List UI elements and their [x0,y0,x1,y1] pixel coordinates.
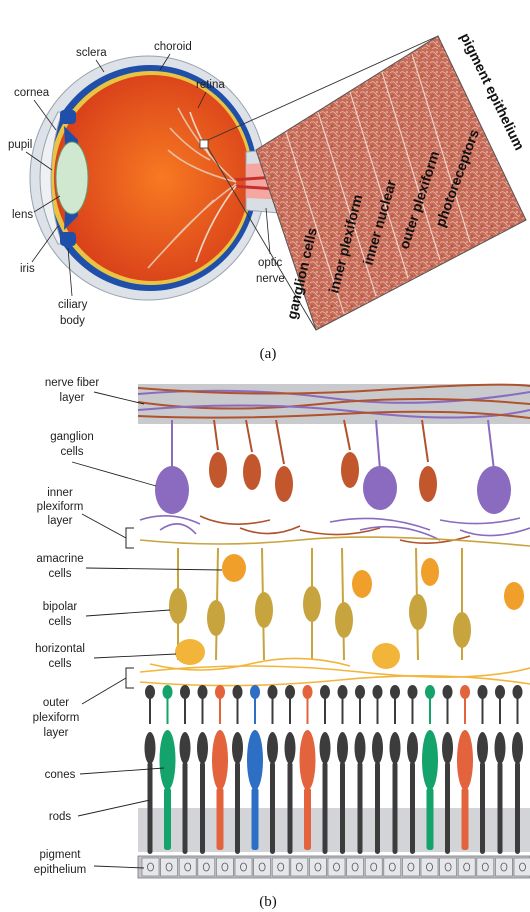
epithelium-cell [347,858,364,876]
bracket-inner-plexiform [126,528,134,548]
epithelium-cell [328,858,345,876]
epithelium-cell [440,858,457,876]
panel-b-labels: nerve fiber layer ganglion cells inner p… [33,377,222,876]
label-outer-layer: layer [44,727,69,739]
label-inner-layer: layer [48,515,73,527]
epithelium-cell [458,858,475,876]
label-body: body [60,315,85,327]
label-horizontal-cells: cells [48,658,71,670]
epithelium-cell [179,858,196,876]
label-ganglion-cells: cells [60,446,83,458]
epithelium-cell [309,858,326,876]
epithelium-cell [272,858,289,876]
epithelium-cell [365,858,382,876]
retina-marker [200,140,208,148]
label-cornea: cornea [14,87,50,99]
ganglion-cell [477,466,511,514]
label-sclera: sclera [76,47,107,59]
epithelium-cell [291,858,308,876]
epithelium-cell [216,858,233,876]
ganglion-cell-bodies [155,452,511,514]
label-outer-plexiform: plexiform [33,712,80,724]
rod-outer-segment-band [138,808,530,852]
ganglion-cell [363,466,397,510]
caption-a: (a) [260,346,277,362]
epithelium-cell [384,858,401,876]
label-nerve: nerve [256,273,285,285]
ganglion-cell [243,454,261,490]
label-pigment: pigment [40,849,82,861]
amacrine-cell [504,582,524,610]
epithelium-cell [402,858,419,876]
bipolar-cell [303,586,321,622]
label-nerve-fiber-layer: layer [60,392,85,404]
label-pigment-epithelium: epithelium [34,864,86,876]
label-amacrine: amacrine [36,553,83,565]
epithelium-cell [142,858,159,876]
bipolar-cell [169,588,187,624]
label-horizontal: horizontal [35,643,85,655]
label-outer: outer [43,697,69,709]
leader-ganglion [72,462,156,486]
panel-b: nerve fiber layer ganglion cells inner p… [33,377,530,910]
epithelium-cell [477,858,494,876]
label-ciliary: ciliary [58,299,88,311]
epithelium-cell [235,858,252,876]
leader-amacrine [86,568,222,570]
label-amacrine-cells: cells [48,568,71,580]
leader-inner-plexiform [82,514,126,538]
panel-a: ganglion cells inner plexiform inner nuc… [8,30,528,362]
leader-nerve-fiber [94,392,144,404]
epithelium-cell [514,858,530,876]
amacrine-cell [222,554,246,582]
label-cones: cones [45,769,76,781]
bipolar-cell [453,612,471,648]
label-bipolar-cells: cells [48,616,71,628]
ciliary-body-shape [60,232,76,246]
inner-plexiform-dendrites [140,516,530,546]
bipolar-cell [255,592,273,628]
lens-shape [56,142,88,214]
ciliary-body-shape-top [60,110,76,124]
label-inner-plexiform: plexiform [37,501,84,513]
label-bipolar: bipolar [43,601,78,613]
label-retina: retina [196,79,225,91]
leader-horizontal [94,654,176,658]
label-rods: rods [49,811,72,823]
bipolar-cell [207,600,225,636]
label-pupil: pupil [8,139,32,151]
ganglion-cell [209,452,227,488]
label-nerve-fiber: nerve fiber [45,377,100,389]
ganglion-cell [341,452,359,488]
epithelium-cell [254,858,271,876]
label-ganglion: ganglion [50,431,93,443]
amacrine-cell [352,570,372,598]
label-lens: lens [12,209,33,221]
epithelium-cell [495,858,512,876]
leader-bipolar [86,610,170,616]
label-choroid: choroid [154,41,192,53]
amacrine-cell [421,558,439,586]
caption-b: (b) [259,894,277,910]
horizontal-cell [372,643,400,669]
ganglion-cell [275,466,293,502]
horizontal-cell [175,639,205,665]
epithelium-cell [198,858,215,876]
label-iris: iris [20,263,35,275]
bipolar-cell [409,594,427,630]
ganglion-cell [419,466,437,502]
label-inner: inner [47,487,73,499]
leader-pigment [94,866,144,868]
retina-section-image: ganglion cells inner plexiform inner nuc… [256,30,528,330]
epithelium-cell [161,858,178,876]
ganglion-cell [155,466,189,514]
label-optic: optic [258,257,283,269]
epithelium-cell [421,858,438,876]
bracket-outer-plexiform [126,668,134,688]
bipolar-cell [335,602,353,638]
leader-outer-plexiform [82,678,126,704]
pigment-epithelium-cells [138,856,530,878]
